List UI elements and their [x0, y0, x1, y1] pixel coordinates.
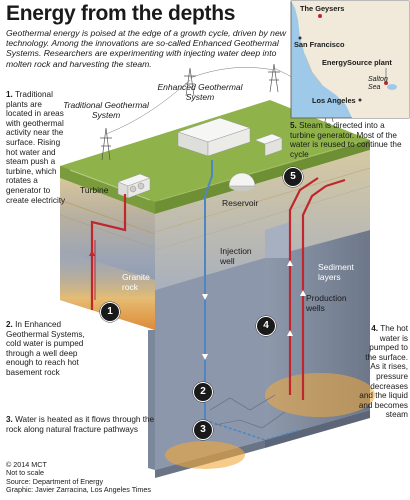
credits: © 2014 MCT Not to scale Source: Departme… [6, 460, 152, 495]
label-reservoir: Reservoir [222, 198, 259, 208]
step-5-lead: 5. [290, 121, 297, 130]
map-label-sf: San Francisco [294, 40, 345, 49]
traditional-pipes [89, 194, 127, 310]
right-upper-section [155, 150, 370, 290]
label-traditional-system: Traditional Geothermal System [63, 100, 149, 120]
step-3-body: Water is heated as it flows through the … [6, 415, 155, 434]
injection-well-pipe [202, 160, 301, 441]
label-production-wells: Production wells [306, 293, 347, 313]
step-2-body: In Enhanced Geothermal Systems, cold wat… [6, 320, 85, 377]
credit-scale: Not to scale [6, 468, 44, 478]
inset-map [290, 0, 410, 119]
step-3-badge: 3 [193, 420, 213, 440]
step-2-badge: 2 [193, 382, 213, 402]
map-label-la: Los Angeles [312, 96, 356, 105]
production-wells-pipe [287, 177, 346, 400]
credit-source: Source: Department of Energy [6, 476, 104, 486]
la-marker [358, 98, 362, 102]
geysers-marker [318, 14, 322, 18]
step-1-badge: 1 [100, 302, 120, 322]
credit-graphic: Graphic: Javier Zarracina, Los Angeles T… [6, 485, 152, 495]
step-1-body: Traditional plants are located in areas … [6, 90, 66, 205]
credit-copyright: © 2014 MCT [6, 460, 47, 469]
step-1-lead: 1. [6, 90, 13, 99]
left-cross-section [59, 178, 156, 330]
step-3-text: 3. Water is heated as it flows through t… [6, 415, 156, 434]
label-sediment-layers: Sediment layers [318, 262, 354, 282]
intro-text: Geothermal energy is poised at the edge … [6, 28, 286, 69]
step-5-body: Steam is directed into a turbine generat… [290, 121, 402, 159]
turbine-building [117, 173, 151, 199]
label-granite-right: Granite rock [334, 433, 362, 453]
enhanced-plant-buildings [177, 117, 283, 157]
page-title: Energy from the depths [6, 2, 236, 25]
step-4-text: 4. The hot water is pumped to the surfac… [358, 324, 408, 420]
step-2-text: 2. In Enhanced Geothermal Systems, cold … [6, 320, 88, 378]
reservoir-dome [228, 172, 256, 191]
map-label-salton: Salton Sea [368, 76, 388, 91]
label-granite-left: Granite rock [122, 272, 150, 292]
map-label-energysource: EnergySource plant [322, 58, 392, 67]
label-enhanced-system: Enhanced Geothermal System [157, 82, 243, 102]
step-5-text: 5. Steam is directed into a turbine gene… [290, 121, 406, 159]
sf-marker [298, 36, 302, 40]
step-4-badge: 4 [256, 316, 276, 336]
label-injection-well: Injection well [220, 246, 252, 266]
fracture-pathways [209, 394, 286, 429]
step-5-badge: 5 [283, 167, 303, 187]
label-turbine: Turbine [80, 185, 109, 195]
map-label-geysers: The Geysers [300, 4, 345, 13]
step-4-lead: 4. [371, 324, 379, 333]
deep-rock-section [148, 222, 375, 478]
step-4-body: The hot water is pumped to the surface. … [358, 324, 408, 420]
step-1-text: 1. Traditional plants are located in are… [6, 90, 70, 205]
step-2-lead: 2. [6, 320, 13, 329]
step-3-lead: 3. [6, 415, 13, 424]
